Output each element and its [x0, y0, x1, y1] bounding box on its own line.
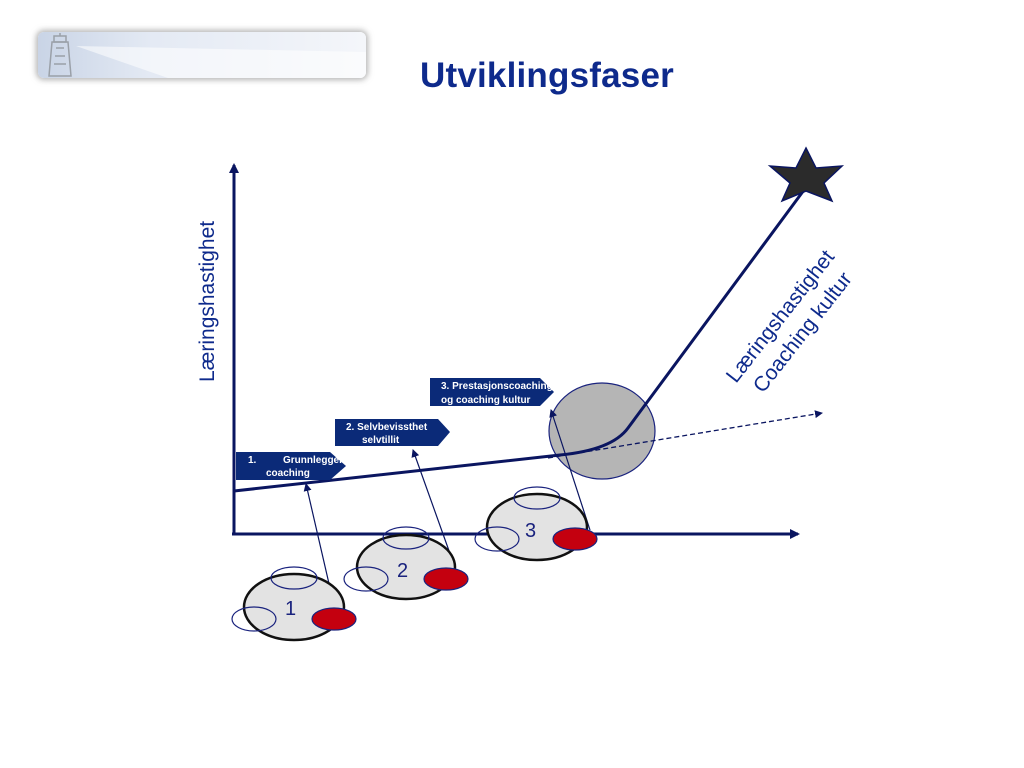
slide-title: Utviklingsfaser — [420, 56, 674, 95]
pointer-stage-3 — [549, 409, 591, 531]
stage-2-number: 2 — [397, 560, 408, 582]
phase-1-line1: Grunnleggende — [283, 455, 357, 466]
phase-3-line1: 3. Prestasjonscoaching — [441, 381, 553, 392]
phase-tag-1: 1. Grunnleggende coaching — [236, 452, 357, 480]
stage-3: 3 — [474, 486, 598, 562]
stage-2: 2 — [343, 526, 469, 601]
star-icon — [767, 146, 845, 203]
phase-tag-2: 2. Selvbevissthet selvtillit — [335, 419, 450, 446]
dashed-trend-line — [547, 410, 823, 459]
inflection-circle — [548, 382, 656, 480]
phase-2-line1: 2. Selvbevissthet — [346, 422, 428, 433]
growth-curve — [233, 189, 806, 493]
lighthouse-icon — [48, 33, 72, 77]
logo-bar — [38, 32, 366, 78]
stage-3-red-dot — [552, 527, 598, 551]
stage-1: 1 — [231, 566, 357, 642]
stage-1-red-dot — [311, 607, 357, 631]
phase-tag-3: 3. Prestasjonscoaching og coaching kultu… — [430, 378, 554, 406]
stage-1-number: 1 — [285, 598, 296, 620]
phase-1-line2: coaching — [266, 468, 310, 479]
stage-2-red-dot — [423, 567, 469, 591]
y-axis-label: Læringshastighet — [196, 221, 219, 382]
stage-3-number: 3 — [525, 520, 536, 542]
phase-1-number: 1. — [248, 455, 257, 466]
phase-2-line2: selvtillit — [362, 435, 400, 446]
phase-3-line2: og coaching kultur — [441, 395, 531, 406]
